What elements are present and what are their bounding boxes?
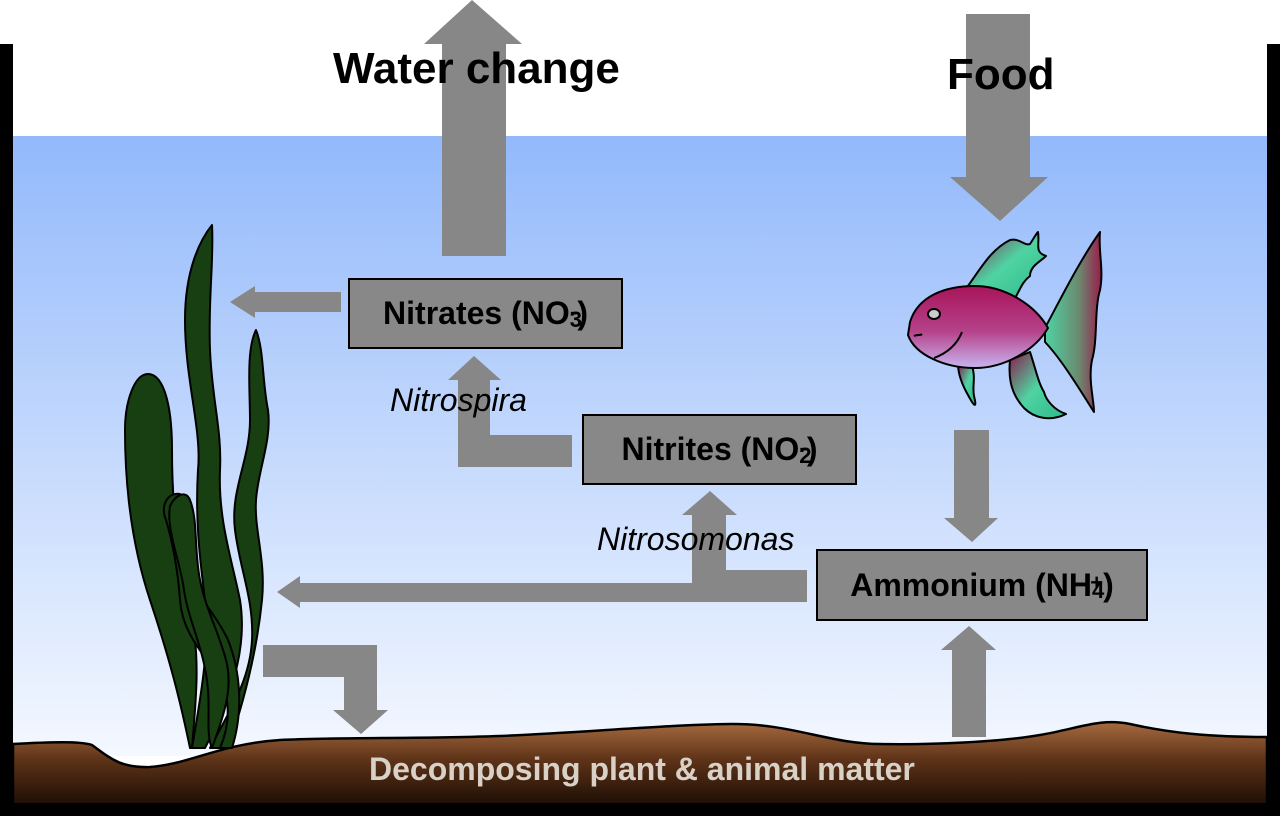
plant-icon bbox=[124, 224, 270, 749]
water-change-label: Water change bbox=[333, 44, 620, 93]
arrow-fish-to-ammonium bbox=[944, 430, 998, 542]
arrow-plant-to-decompose bbox=[263, 645, 388, 734]
arrows bbox=[230, 0, 1048, 737]
food-label: Food bbox=[947, 50, 1055, 99]
fish-mouth bbox=[913, 333, 923, 337]
arrow-water-change bbox=[424, 0, 522, 256]
tank-wall-left bbox=[0, 44, 13, 816]
soil bbox=[11, 720, 1269, 807]
nitrates-base: Nitrates (NO bbox=[383, 295, 570, 331]
arrow-nitrospira bbox=[448, 356, 572, 467]
decomposing-matter-label: Decomposing plant & animal matter bbox=[369, 751, 915, 787]
fish-gill bbox=[933, 331, 963, 359]
fish-body bbox=[907, 285, 1049, 369]
fish-pectoral-fin bbox=[957, 363, 977, 406]
fish-tail bbox=[1044, 231, 1103, 413]
nitrites-base: Nitrites (NO bbox=[621, 431, 800, 467]
nitrites-tail: ) bbox=[806, 431, 818, 467]
arrow-nitrosomonas bbox=[277, 491, 807, 608]
nitrospira-label: Nitrospira bbox=[390, 382, 527, 418]
nitrates-tail: ) bbox=[577, 295, 588, 331]
arrow-decompose-to-ammonium bbox=[941, 626, 996, 737]
ammonium-tail: ) bbox=[1103, 566, 1114, 603]
fish-top-fin bbox=[964, 231, 1047, 299]
arrow-food bbox=[950, 14, 1048, 221]
tank-wall-right bbox=[1267, 44, 1280, 816]
ammonium-base: Ammonium (NH bbox=[850, 566, 1092, 603]
fish-eye bbox=[927, 308, 941, 320]
tank-floor bbox=[0, 803, 1280, 816]
fish-icon bbox=[907, 231, 1103, 420]
fish-bottom-fin bbox=[1008, 351, 1067, 420]
arrow-to-plant-top bbox=[230, 286, 341, 318]
nitrosomonas-label: Nitrosomonas bbox=[597, 521, 795, 557]
